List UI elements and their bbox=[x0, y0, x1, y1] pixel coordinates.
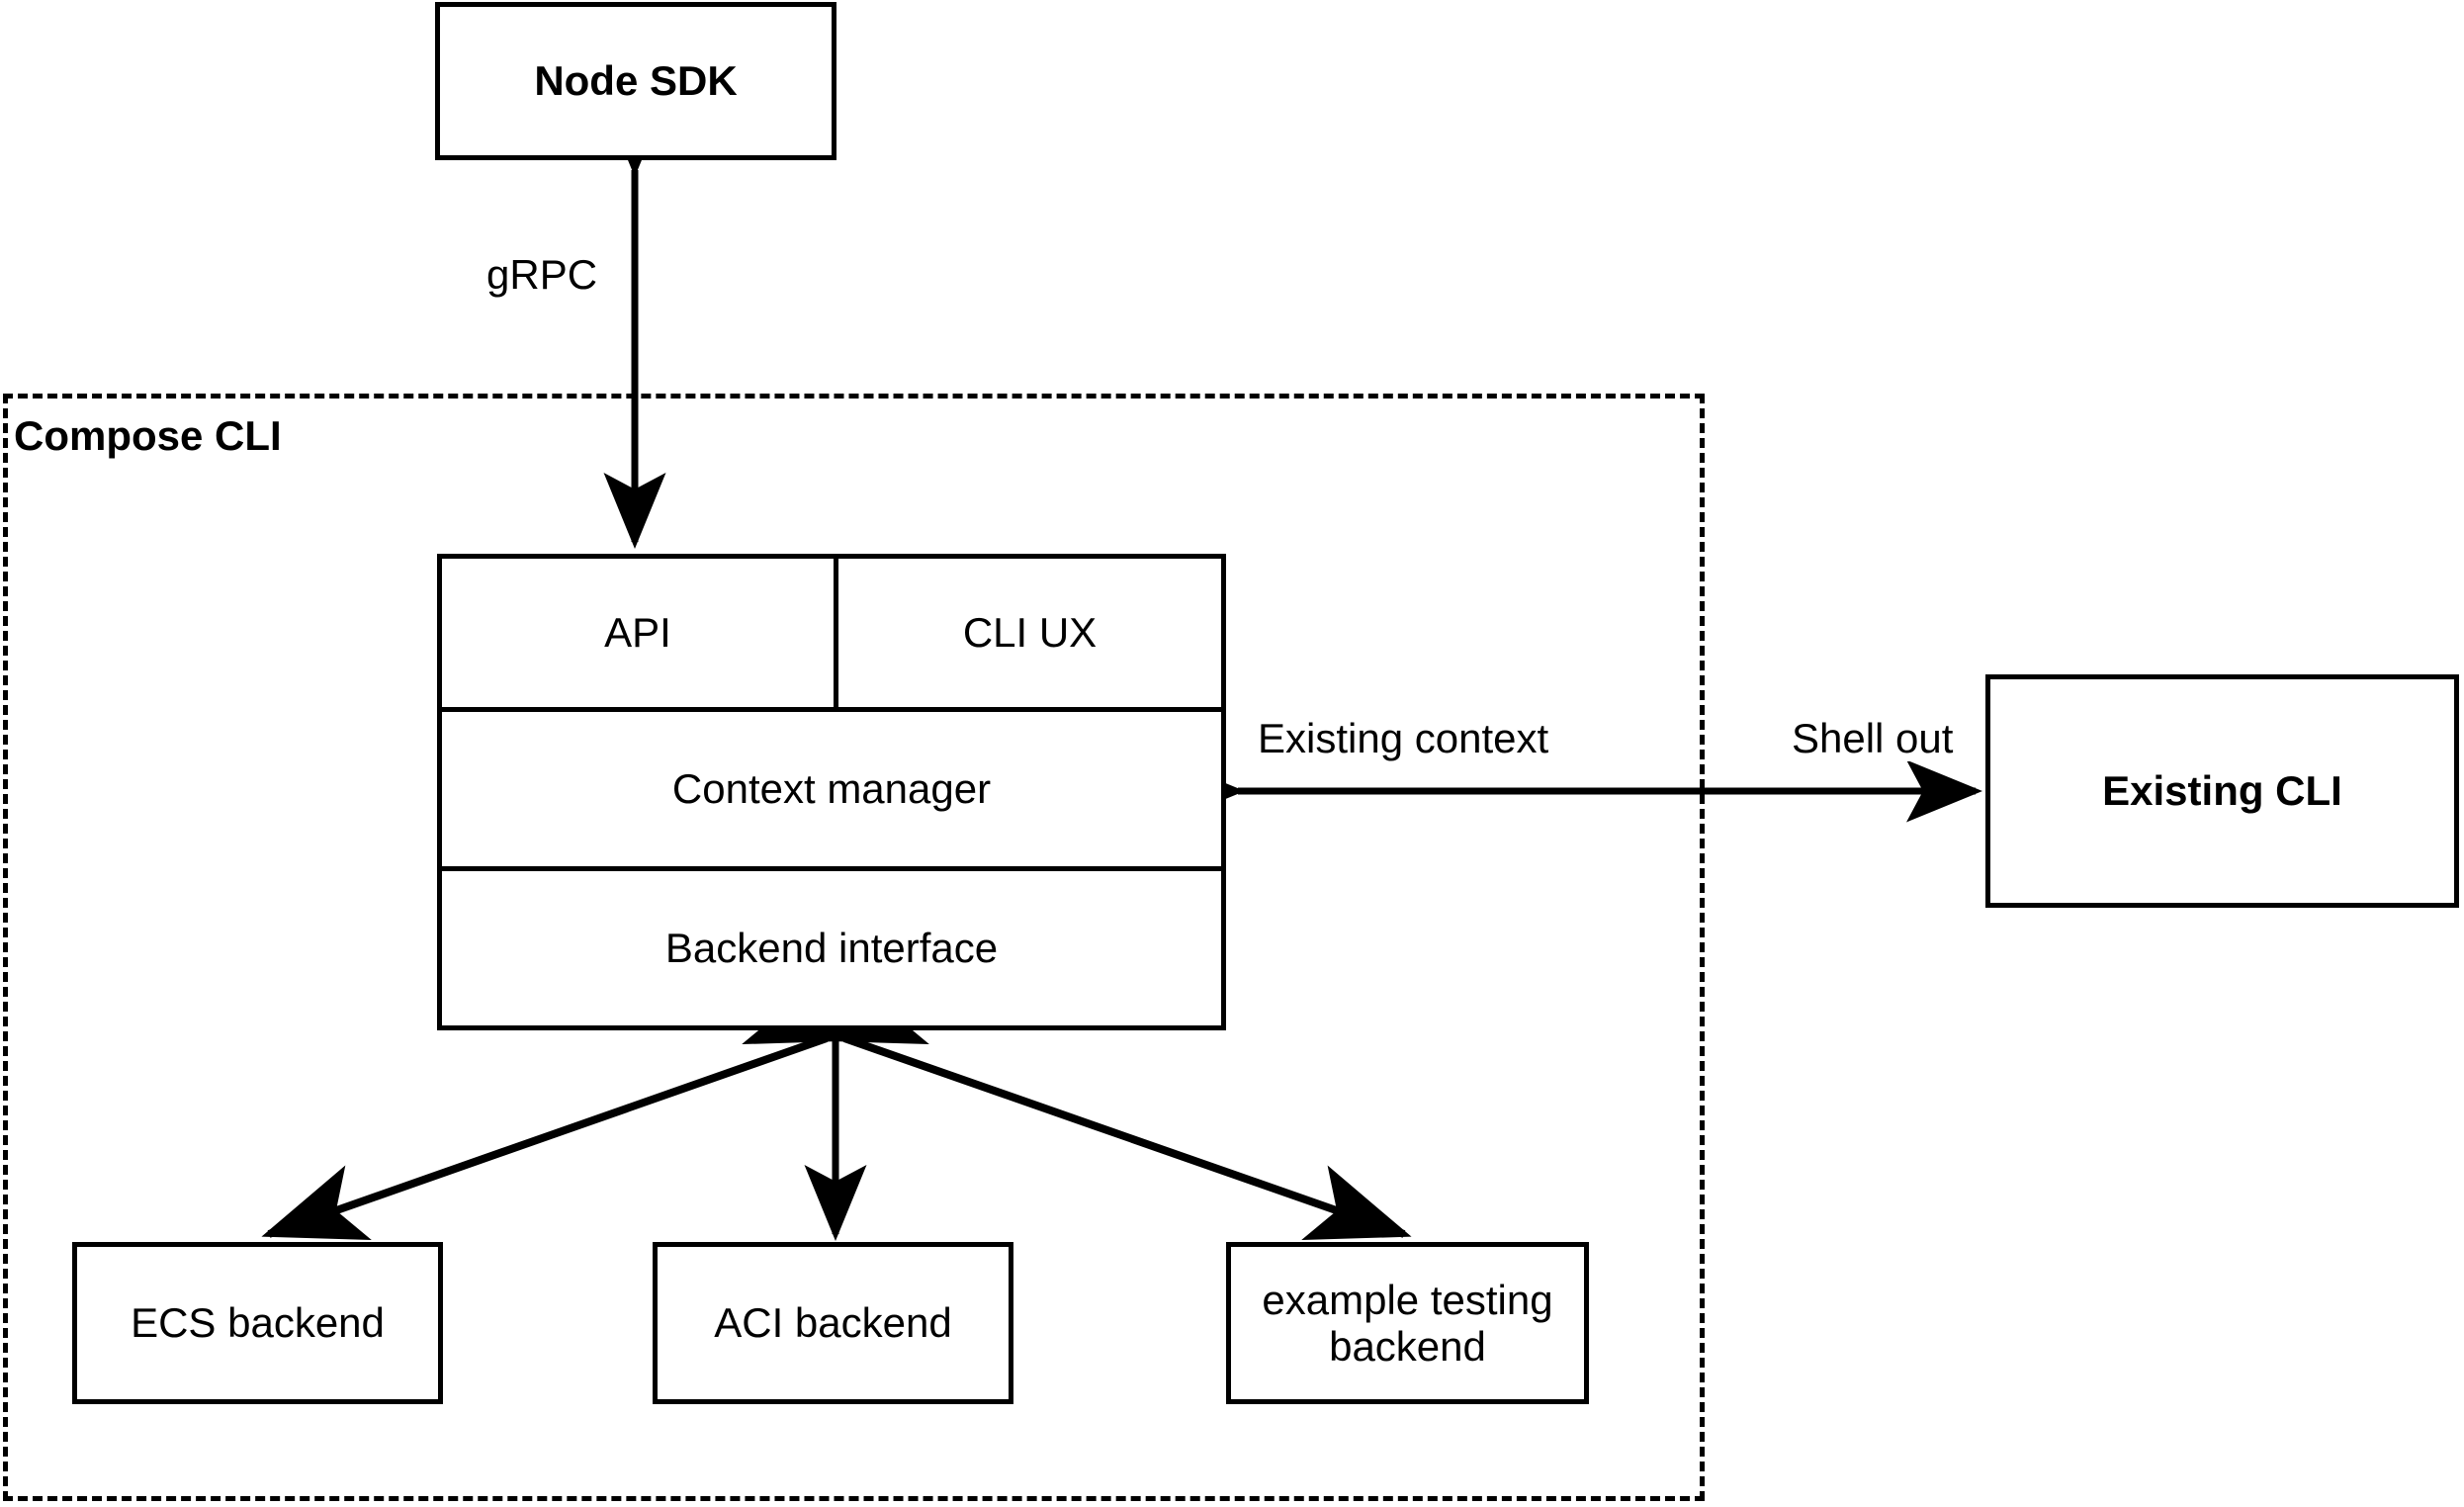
grpc-edge-label: gRPC bbox=[481, 251, 604, 299]
compose-cli-stack bbox=[437, 554, 1226, 1030]
node-sdk-box[interactable]: Node SDK bbox=[435, 2, 836, 160]
stack-divider-api-cliux bbox=[834, 554, 838, 712]
compose-cli-group-label: Compose CLI bbox=[14, 412, 282, 459]
ecs-backend-box[interactable]: ECS backend bbox=[72, 1242, 443, 1404]
stack-cell-cli-ux[interactable]: CLI UX bbox=[962, 609, 1098, 657]
stack-cell-api[interactable]: API bbox=[604, 609, 671, 657]
existing-cli-box[interactable]: Existing CLI bbox=[1985, 674, 2459, 908]
stack-divider-top bbox=[437, 707, 1226, 712]
shell-out-edge-label: Shell out bbox=[1786, 715, 1960, 762]
aci-backend-box[interactable]: ACI backend bbox=[653, 1242, 1013, 1404]
example-testing-backend-box[interactable]: example testing backend bbox=[1226, 1242, 1589, 1404]
existing-context-edge-label: Existing context bbox=[1252, 715, 1555, 762]
compose-cli-group-boundary bbox=[3, 394, 1705, 1501]
stack-cell-backend-interface[interactable]: Backend interface bbox=[664, 925, 999, 972]
stack-divider-bottom bbox=[437, 866, 1226, 871]
stack-cell-context-manager[interactable]: Context manager bbox=[671, 765, 992, 813]
